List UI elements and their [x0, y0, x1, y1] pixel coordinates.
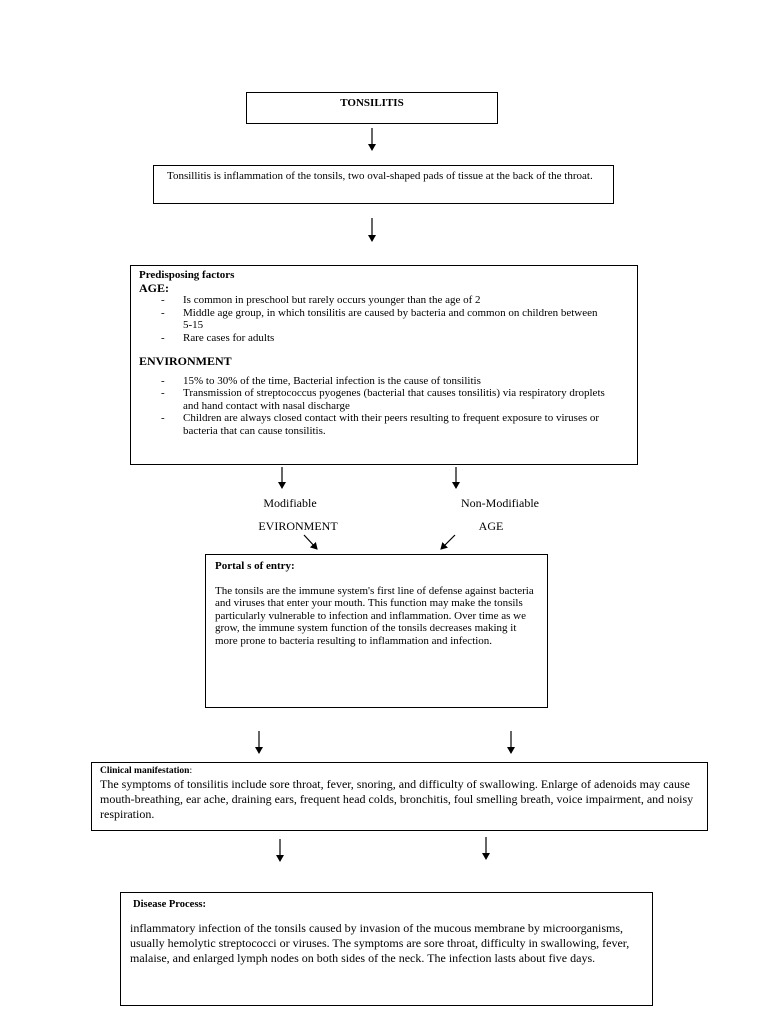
title-box: TONSILITIS — [246, 92, 498, 124]
portal-heading: Portal s of entry: — [215, 560, 295, 572]
environment-factor-item: Children are always closed contact with … — [139, 412, 607, 437]
predisposing-factors-box: Predisposing factors AGE: Is common in p… — [130, 265, 638, 465]
environment-factor-item: Transmission of streptococcus pyogenes (… — [139, 387, 607, 412]
age-factor-item: Rare cases for adults — [139, 332, 607, 345]
portal-text: The tonsils are the immune system's firs… — [215, 584, 534, 647]
environment-factor-item: 15% to 30% of the time, Bacterial infect… — [139, 375, 607, 388]
clinical-heading: Clinical manifestation — [100, 766, 190, 776]
modifiable-label: Modifiable — [263, 496, 317, 510]
age-heading: AGE: — [139, 280, 169, 295]
arrow-diagonal-icon — [303, 534, 318, 550]
definition-text: Tonsillitis is inflammation of the tonsi… — [167, 170, 593, 182]
environment-heading: ENVIRONMENT — [139, 354, 232, 368]
modifiable-factor-label: EVIRONMENT — [258, 519, 338, 533]
age-factor-item: Is common in preschool but rarely occurs… — [139, 294, 607, 307]
environment-factor-list: 15% to 30% of the time, Bacterial infect… — [139, 375, 607, 438]
clinical-heading-colon: : — [189, 766, 193, 776]
arrow-diagonal-icon — [440, 534, 456, 550]
definition-box: Tonsillitis is inflammation of the tonsi… — [153, 165, 614, 204]
clinical-heading-line: Clinical manifestation: — [100, 766, 699, 777]
clinical-text: The symptoms of tonsilitis include sore … — [100, 777, 694, 821]
disease-process-box: Disease Process: inflammatory infection … — [120, 892, 653, 1006]
disease-text: inflammatory infection of the tonsils ca… — [130, 921, 630, 965]
age-factor-item: Middle age group, in which tonsilitis ar… — [139, 307, 607, 332]
age-factor-list: Is common in preschool but rarely occurs… — [139, 294, 607, 344]
disease-heading: Disease Process: — [133, 899, 206, 910]
title-text: TONSILITIS — [340, 97, 404, 109]
clinical-manifestation-box: Clinical manifestation: The symptoms of … — [91, 762, 708, 831]
non-modifiable-label: Non-Modifiable — [461, 496, 539, 510]
non-modifiable-factor-label: AGE — [478, 519, 504, 533]
portals-of-entry-box: Portal s of entry: The tonsils are the i… — [205, 554, 548, 708]
predisposing-heading: Predisposing factors — [139, 269, 235, 281]
